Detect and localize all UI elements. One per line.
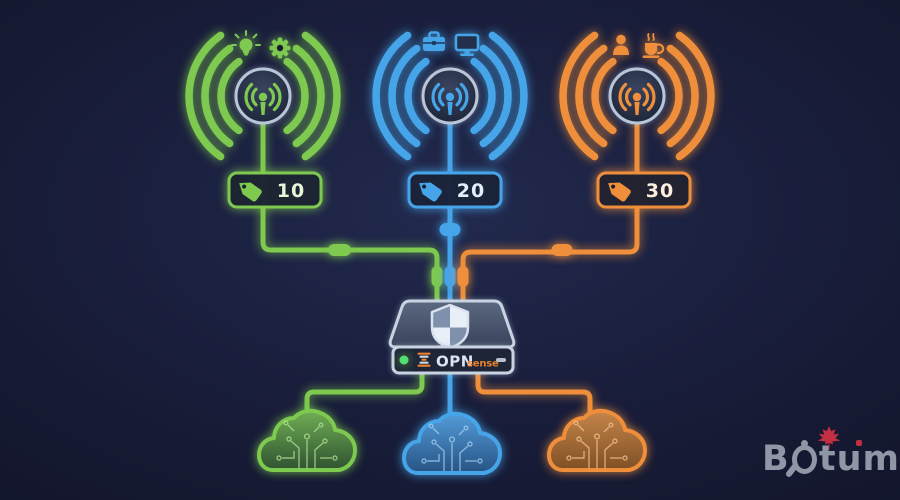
antenna-arc: [244, 82, 254, 112]
inline-node-green: [328, 244, 351, 256]
botum-watermark: B tum: [762, 426, 900, 497]
trunk-lines: [260, 113, 640, 421]
vlan-number: 20: [457, 180, 485, 202]
gear-icon: [269, 37, 291, 59]
opnsense-label-prefix: OPN: [436, 353, 474, 371]
wifi-arc: [388, 44, 421, 148]
wifi-arc: [470, 57, 496, 135]
circuit-pattern: [566, 420, 628, 468]
antenna-stem: [634, 102, 640, 115]
wifi-arc: [559, 31, 599, 161]
circuit-pattern: [421, 423, 483, 471]
wifi-arc: [675, 31, 715, 161]
wifi-arc: [201, 44, 234, 148]
wifi-arc: [666, 44, 699, 148]
briefcase-icon: [423, 31, 445, 51]
wifi-arcs-green: [185, 31, 341, 161]
broadcast-icon-green: [244, 82, 282, 115]
tag-icon: [239, 182, 262, 202]
opnsense-label-suffix: sense: [467, 359, 499, 370]
coffee-icon: [642, 33, 665, 58]
lightbulb-icon: [231, 30, 261, 56]
brand-text-start: B: [762, 439, 790, 479]
broadcast-icon-blue: [431, 82, 469, 115]
person-icon: [613, 34, 629, 55]
broadcast-icon-orange: [618, 82, 656, 115]
ap-group-home: [185, 30, 341, 161]
antenna-stem: [447, 102, 453, 115]
cloud-green: [257, 408, 357, 472]
brand-text-end: tum: [818, 439, 900, 479]
vlan-tag-10: 10: [227, 171, 323, 209]
ap-group-work: [372, 31, 528, 161]
port-node-orange: [457, 266, 469, 287]
vlan-tag-30: 30: [596, 171, 692, 209]
antenna-arc: [268, 87, 275, 107]
port-node-green: [431, 266, 443, 287]
status-dash: [496, 358, 506, 362]
wifi-arc: [217, 57, 243, 135]
circuit-pattern: [276, 420, 338, 468]
magnifier-o-icon: [784, 440, 817, 479]
port-node-blue: [444, 266, 456, 287]
antenna-dot: [445, 92, 455, 102]
cloud-orange: [547, 408, 647, 472]
tag-icon: [419, 182, 442, 202]
wifi-arc: [185, 31, 225, 161]
inline-node-orange: [551, 244, 573, 256]
wifi-arcs-orange: [559, 31, 715, 161]
vlan-number: 10: [277, 180, 305, 202]
vlan-number: 30: [646, 180, 674, 202]
lens-knob: [800, 440, 808, 447]
maple-leaf-icon: [817, 426, 841, 450]
wifi-arc: [301, 31, 341, 161]
antenna-arc: [431, 82, 441, 112]
wifi-arc: [575, 44, 608, 148]
antenna-arc: [455, 87, 462, 107]
monitor-icon: [454, 33, 480, 56]
wifi-arc: [479, 44, 512, 148]
antenna-stem: [260, 102, 266, 115]
lan-line-orange: [475, 367, 593, 417]
wifi-arc: [404, 57, 430, 135]
antenna-arc: [642, 87, 649, 107]
opnsense-logo-icon: [417, 352, 431, 367]
antenna-dot: [258, 92, 268, 102]
antenna-dot: [632, 92, 642, 102]
tag-icon: [608, 182, 631, 202]
lan-line-green: [304, 367, 425, 417]
inline-node-blue: [439, 223, 461, 236]
wifi-arcs-blue: [372, 31, 528, 161]
wifi-arc: [657, 57, 683, 135]
cloud-blue: [402, 411, 502, 475]
wifi-arc: [283, 57, 309, 135]
ap-group-guest: [559, 31, 715, 161]
wifi-arc: [591, 57, 617, 135]
wifi-arc: [488, 31, 528, 161]
shield-icon: [430, 303, 470, 350]
wifi-arc: [292, 44, 325, 148]
uplink-line-orange: [460, 115, 640, 308]
antenna-arc: [618, 82, 628, 112]
vlan-tag-20: 20: [407, 171, 503, 209]
red-dot-accent: [856, 440, 862, 446]
botum-logo: B tum: [762, 426, 900, 479]
power-led: [399, 355, 409, 365]
wifi-arc: [372, 31, 412, 161]
firewall-device: OPN sense: [388, 299, 516, 375]
